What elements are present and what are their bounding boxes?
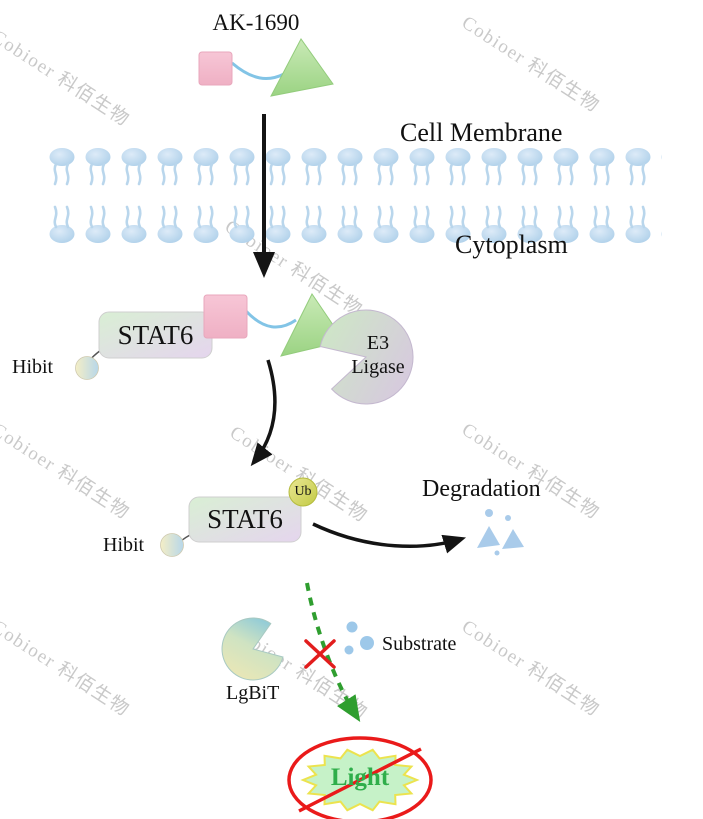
ubiquitin-icon <box>288 477 318 507</box>
e3-binder-triangle-icon <box>270 38 334 97</box>
substrate-dots-icon <box>344 621 374 655</box>
linker-curve-icon <box>244 309 297 329</box>
light-label: Light <box>330 764 390 791</box>
lgbit-protein-icon <box>221 617 284 681</box>
stat6-label: STAT6 <box>207 504 283 534</box>
e3-ligase-pacman-icon <box>319 309 414 405</box>
warhead-square-icon <box>203 294 248 339</box>
hibit-label: Hibit <box>12 356 54 378</box>
substrate-label: Substrate <box>382 633 457 655</box>
stat6-label: STAT6 <box>117 320 194 350</box>
compound-label: AK-1690 <box>212 10 300 35</box>
hibit-tag-icon <box>75 356 99 380</box>
prohibition-ellipse-icon <box>287 736 433 819</box>
degradation-label: Degradation <box>422 476 541 502</box>
cell-membrane-label: Cell Membrane <box>400 118 563 147</box>
ubiquitin-label: Ub <box>294 484 312 499</box>
linker-curve-icon <box>231 61 285 81</box>
hibit-label: Hibit <box>103 534 145 556</box>
hibit-tag-icon <box>160 533 184 557</box>
degraded-fragments-icon <box>477 509 524 556</box>
degradation-arrow <box>312 522 467 554</box>
blocked-signal-dashed-arrow <box>305 582 361 723</box>
stat6-protein-box <box>188 496 302 543</box>
warhead-square-icon <box>198 51 233 86</box>
lgbit-label: LgBiT <box>226 682 280 704</box>
prohibition-slash-icon <box>298 747 422 813</box>
e3-ligase-label-line2: Ligase <box>351 356 405 378</box>
cytoplasm-label: Cytoplasm <box>455 230 568 259</box>
cell-membrane-bilayer-icon <box>44 147 662 244</box>
blocked-cross-icon <box>304 639 336 669</box>
ubiquitination-arrow <box>250 359 277 467</box>
e3-ligase-label-line1: E3 <box>366 332 390 354</box>
